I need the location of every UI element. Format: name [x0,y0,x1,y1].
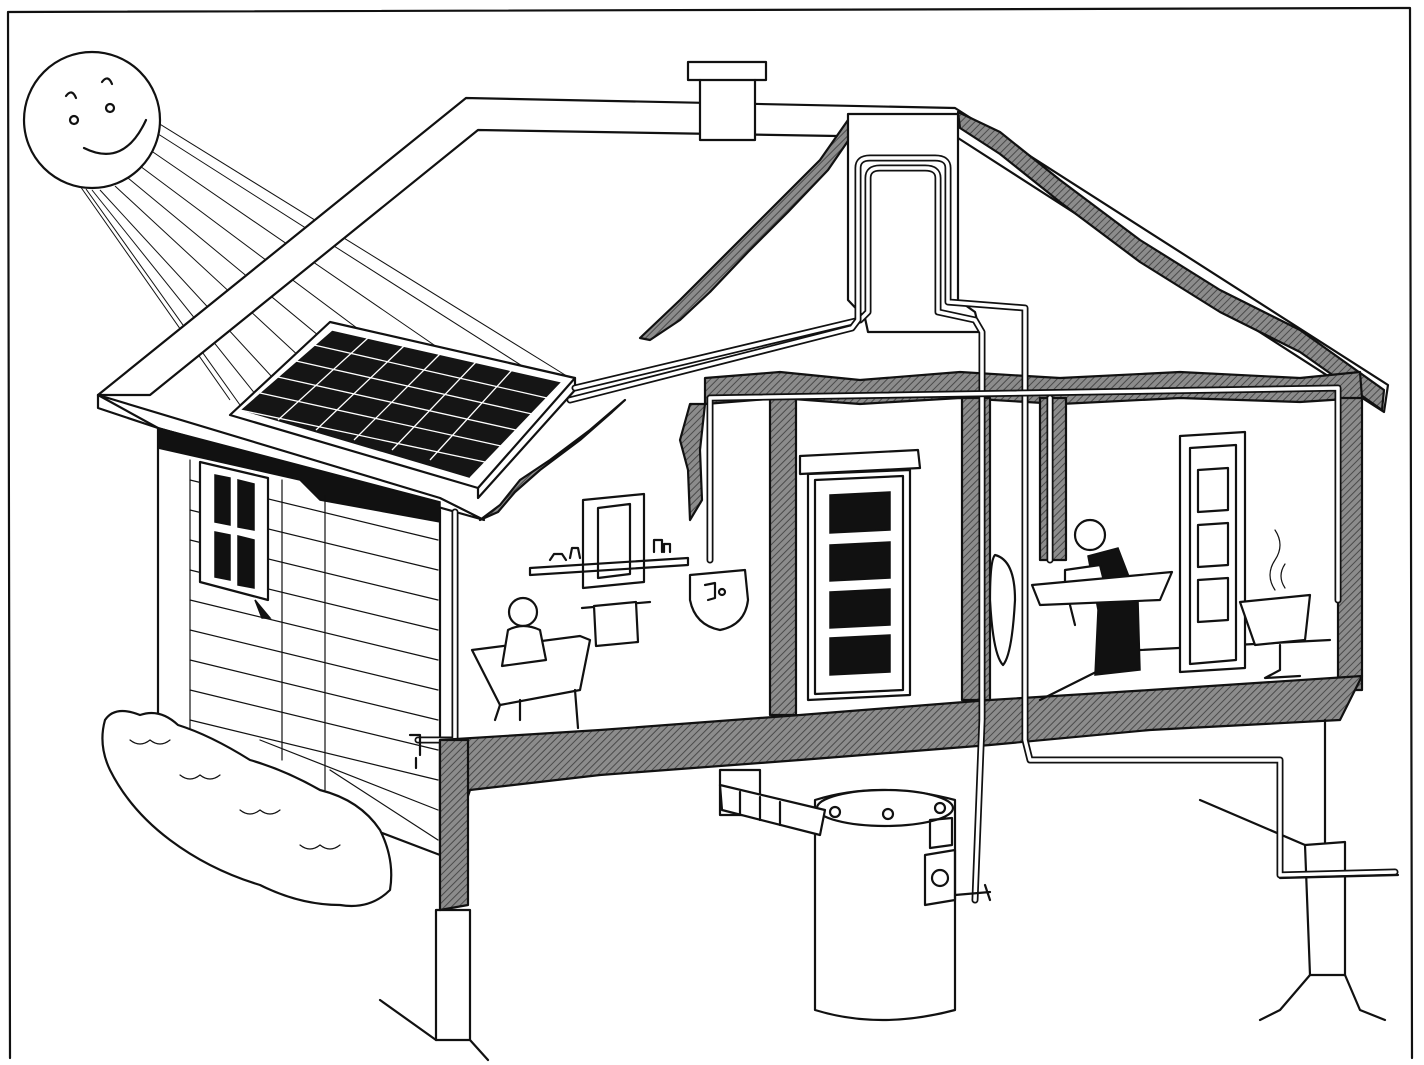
towel-rack [582,602,650,646]
kitchen-stove-with-steam [1240,530,1310,678]
chimney [688,62,766,140]
bathroom-mirror-shelf [530,494,688,588]
roof-cutaway-attic [640,120,850,340]
interior-door [800,450,920,700]
bathtub-with-bather [472,598,590,728]
solar-riser-pipes [570,158,1395,900]
kitchen-door [1180,432,1245,672]
storage-water-heater-tank [720,785,990,1020]
smiling-sun [24,52,160,188]
wall-mounted-water-heater [690,570,748,630]
